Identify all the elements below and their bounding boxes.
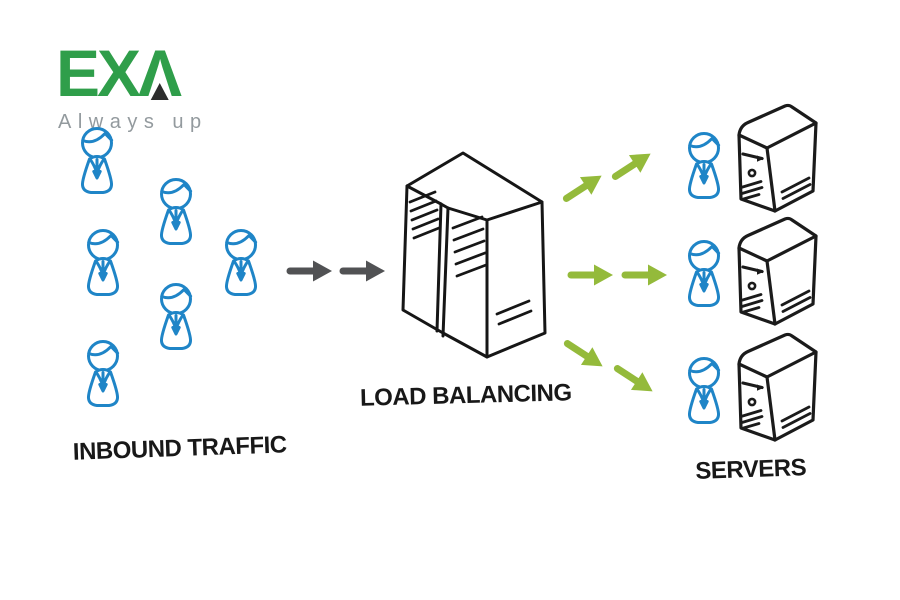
right-arrow-icon bbox=[343, 261, 385, 282]
server-rows-group bbox=[687, 103, 818, 442]
user-icon bbox=[86, 229, 120, 296]
up-right-arrow-icon bbox=[610, 145, 657, 185]
load-balancer-icon bbox=[401, 151, 547, 359]
logo-a-triangle-icon bbox=[150, 83, 169, 100]
user-icon bbox=[687, 357, 721, 424]
right-arrow-icon bbox=[290, 261, 332, 282]
down-right-arrow-icon bbox=[612, 360, 659, 400]
up-right-arrow-icon bbox=[561, 167, 608, 207]
user-icon bbox=[687, 132, 721, 199]
user-icon bbox=[86, 340, 120, 407]
inbound-users-group bbox=[80, 127, 258, 407]
user-icon bbox=[159, 178, 193, 245]
server-tower-icon bbox=[737, 103, 818, 213]
load-balancing-label: LOAD BALANCING bbox=[360, 379, 572, 412]
server-row bbox=[687, 216, 818, 326]
user-icon bbox=[687, 240, 721, 307]
server-tower-icon bbox=[737, 332, 818, 442]
server-tower-icon bbox=[737, 216, 818, 326]
servers-label: SERVERS bbox=[695, 454, 807, 485]
inbound-traffic-label: INBOUND TRAFFIC bbox=[72, 431, 287, 465]
server-row bbox=[687, 103, 818, 213]
inbound-arrows-group bbox=[290, 261, 385, 282]
right-arrow-icon bbox=[625, 265, 667, 286]
logo-text-main: EX bbox=[56, 36, 141, 110]
user-icon bbox=[224, 229, 258, 296]
right-arrow-icon bbox=[571, 265, 613, 286]
outbound-arrows-group bbox=[561, 145, 667, 400]
down-right-arrow-icon bbox=[562, 335, 609, 375]
user-icon bbox=[159, 283, 193, 350]
server-row bbox=[687, 332, 818, 442]
user-icon bbox=[80, 127, 114, 194]
